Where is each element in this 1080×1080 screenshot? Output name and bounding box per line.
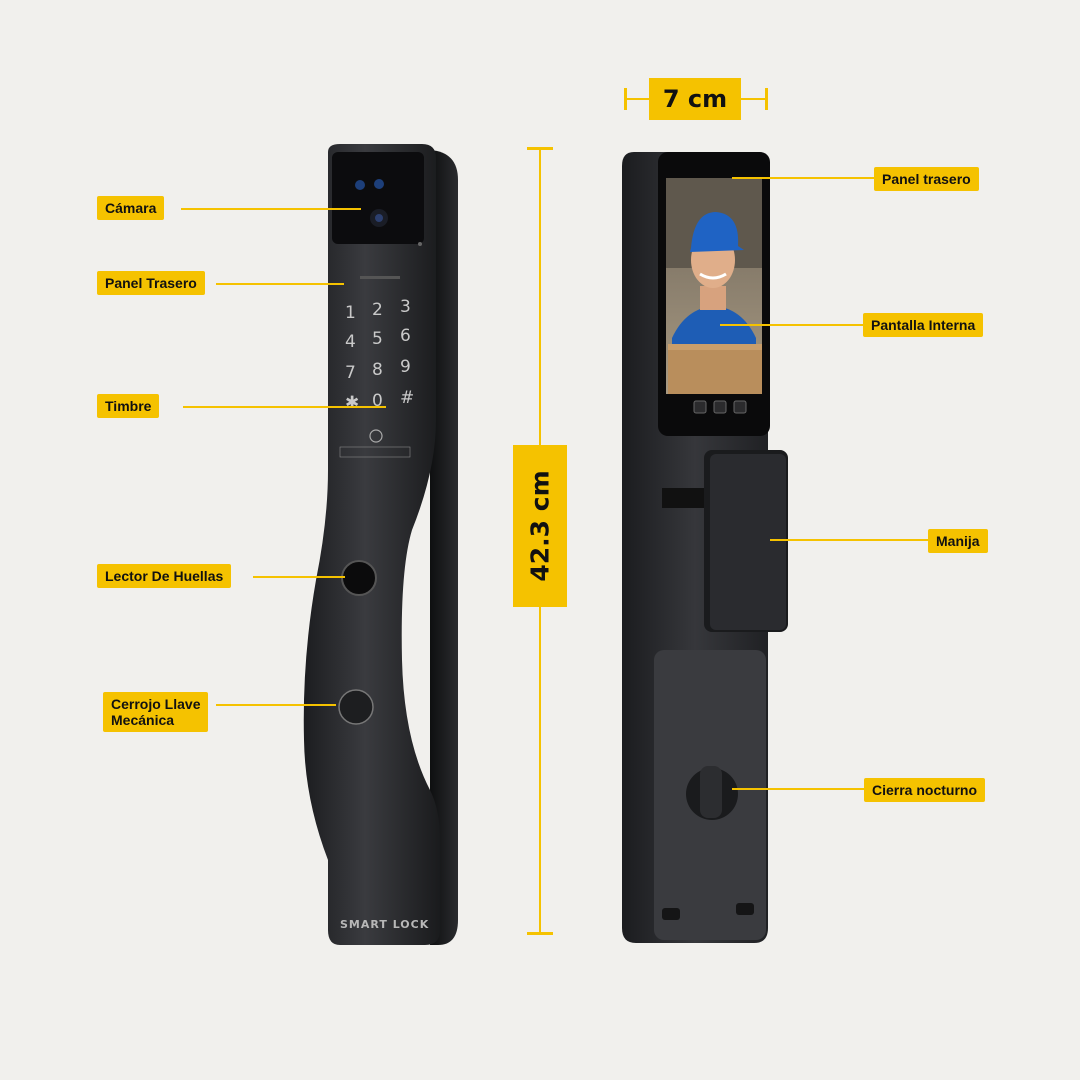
night-latch-knob[interactable]	[700, 766, 722, 818]
keypad-key[interactable]: 9	[400, 357, 411, 377]
keyhole-icon[interactable]	[338, 689, 374, 725]
leader-line	[732, 788, 864, 790]
keypad-key[interactable]: 6	[400, 326, 411, 346]
label-doorbell: Timbre	[97, 394, 160, 418]
leader-line	[770, 539, 928, 541]
label-internal-screen: Pantalla Interna	[863, 313, 984, 337]
brand-text: SMART LOCK	[340, 918, 429, 931]
leader-line	[720, 324, 863, 326]
front-lock-illustration: 1 2 3 4 5 6 7 8 9 ✱ 0 # SMART LOCK	[303, 144, 458, 945]
label-handle: Manija	[928, 529, 988, 553]
leader-line	[216, 283, 344, 285]
label-rear-panel-back: Panel trasero	[874, 167, 979, 191]
keypad-key[interactable]: 5	[372, 329, 383, 349]
leader-line	[181, 208, 361, 210]
leader-line	[183, 406, 386, 408]
label-rear-panel: Panel Trasero	[97, 271, 205, 295]
height-dimension-tick	[527, 147, 553, 150]
width-dimension-tick	[765, 88, 768, 110]
label-fingerprint-reader: Lector De Huellas	[97, 564, 232, 588]
keypad-key[interactable]: 8	[372, 360, 383, 380]
handle[interactable]	[710, 454, 786, 630]
leader-line	[732, 177, 874, 179]
width-dimension-tick	[624, 88, 627, 110]
leader-line	[216, 704, 336, 706]
keypad-key[interactable]: ✱	[345, 393, 359, 413]
label-mechanical-key: Cerrojo Llave Mecánica	[103, 692, 209, 732]
label-night-latch: Cierra nocturno	[864, 778, 986, 802]
keypad-key[interactable]: 1	[345, 303, 356, 323]
height-dimension-tick	[527, 932, 553, 935]
fingerprint-reader-icon[interactable]	[341, 560, 377, 596]
back-lock-illustration	[622, 152, 788, 943]
label-camera: Cámara	[97, 196, 165, 220]
keypad-key[interactable]: 4	[345, 332, 356, 352]
doorbell-icon[interactable]	[369, 429, 383, 443]
leader-line	[253, 576, 345, 578]
keypad-key[interactable]: 0	[372, 391, 383, 411]
width-label: 7 cm	[649, 78, 741, 120]
height-label: 42.3 cm	[513, 445, 567, 607]
keypad-key[interactable]: 3	[400, 297, 411, 317]
keypad-key[interactable]: #	[400, 388, 414, 408]
keypad-key[interactable]: 7	[345, 363, 356, 383]
keypad-key[interactable]: 2	[372, 300, 383, 320]
